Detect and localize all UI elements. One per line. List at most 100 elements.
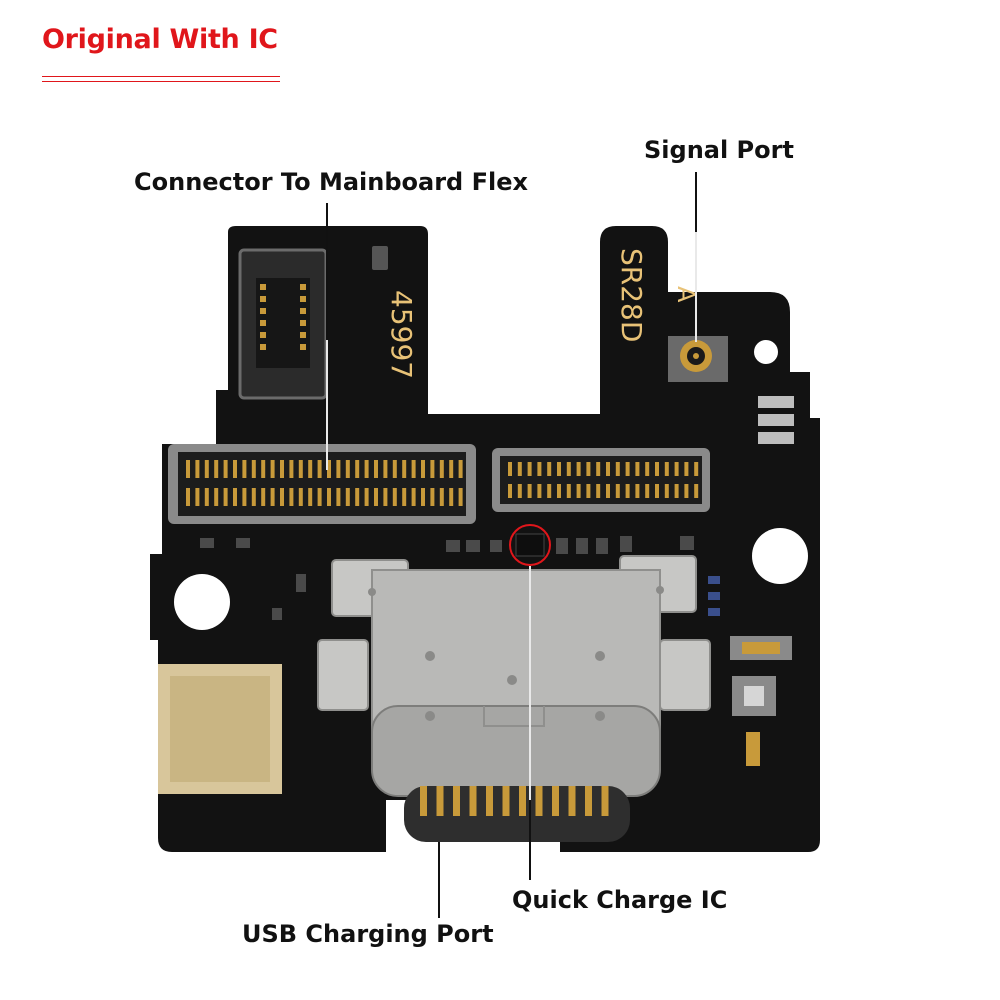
connector-pin — [517, 462, 522, 476]
connector-pin — [270, 460, 275, 478]
connector-pin — [289, 488, 294, 506]
page-title: Original With IC — [42, 24, 278, 55]
blue-caps — [708, 576, 720, 616]
connector-pin — [439, 460, 444, 478]
connector-pin — [547, 484, 552, 498]
connector-pin — [204, 488, 209, 506]
connector-pin — [345, 488, 350, 506]
connector-pin — [615, 462, 620, 476]
leader-ic — [529, 800, 531, 880]
leader-usb — [438, 842, 440, 918]
connector-pin — [374, 488, 378, 506]
connector-pin — [508, 462, 512, 476]
connector-pin — [392, 460, 397, 478]
connector-pin — [195, 488, 200, 506]
label-signal-port: Signal Port — [644, 136, 794, 164]
connector-pin — [547, 462, 552, 476]
usb-pin — [552, 786, 559, 816]
connector-pin — [336, 488, 341, 506]
connector-pin — [308, 488, 313, 506]
connector-pin — [345, 460, 350, 478]
usb-pin — [453, 786, 460, 816]
connector-pin — [586, 462, 591, 476]
connector-pin — [458, 460, 463, 478]
usb-c-port — [317, 555, 711, 842]
connector-pin — [186, 488, 190, 506]
connector-pin — [261, 460, 266, 478]
connector-pin — [566, 484, 571, 498]
small-b2b-connector — [238, 248, 328, 400]
connector-pin — [674, 484, 679, 498]
connector-pin — [655, 484, 659, 498]
connector-pin — [557, 484, 561, 498]
connector-pin — [204, 460, 209, 478]
connector-pin — [527, 484, 532, 498]
connector-pin — [664, 462, 669, 476]
leader-connector — [326, 203, 328, 340]
connector-pin — [251, 488, 256, 506]
connector-pin — [327, 488, 331, 506]
connector-pin — [223, 488, 228, 506]
connector-pin — [596, 462, 601, 476]
connector-pin — [317, 488, 322, 506]
title-underline — [42, 76, 280, 77]
mount-hole-right — [752, 528, 808, 584]
connector-pin — [411, 488, 416, 506]
leader-signal — [695, 172, 697, 232]
connector-pin — [537, 484, 542, 498]
connector-pin — [458, 488, 463, 506]
connector-pin — [615, 484, 620, 498]
connector-pin — [364, 460, 369, 478]
model-marking: SR28D — [615, 248, 648, 342]
right-components — [730, 636, 792, 766]
smd-component — [372, 246, 388, 270]
connector-pin — [694, 484, 699, 498]
leader-ic-onboard — [529, 566, 531, 854]
usb-pin — [436, 786, 444, 816]
connector-pin — [383, 460, 388, 478]
connector-pin — [270, 488, 275, 506]
connector-pin — [596, 484, 601, 498]
connector-pin — [402, 460, 407, 478]
connector-pin — [576, 484, 581, 498]
connector-pin — [694, 462, 699, 476]
quick-charge-ic — [515, 533, 545, 557]
connector-pin — [186, 460, 190, 478]
usb-pin — [568, 786, 576, 816]
usb-pin — [535, 786, 543, 816]
connector-pin — [517, 484, 522, 498]
connector-pin — [327, 460, 331, 478]
connector-pin — [421, 460, 425, 478]
main-fpc-connector — [168, 444, 476, 524]
leader-connector-onboard — [326, 340, 328, 470]
connector-pin — [298, 488, 303, 506]
connector-pin — [674, 462, 679, 476]
ic-highlight-circle — [509, 524, 551, 566]
usb-pin — [601, 786, 609, 816]
connector-pin — [606, 462, 610, 476]
connector-pin — [336, 460, 341, 478]
connector-pin — [625, 462, 630, 476]
usb-pin — [486, 786, 493, 816]
connector-pin — [635, 484, 640, 498]
connector-pin — [223, 460, 228, 478]
connector-pin — [374, 460, 378, 478]
connector-pin — [527, 462, 532, 476]
connector-pin — [242, 460, 247, 478]
mount-hole-left — [174, 574, 230, 630]
connector-pin — [439, 488, 444, 506]
connector-pin — [430, 488, 435, 506]
usb-pin — [420, 786, 427, 816]
connector-pin — [251, 460, 256, 478]
connector-pin — [308, 460, 313, 478]
connector-pin — [684, 462, 689, 476]
smd-row — [200, 536, 694, 620]
label-usb-charging-port: USB Charging Port — [242, 920, 494, 948]
connector-pin — [289, 460, 294, 478]
connector-pin — [411, 460, 416, 478]
secondary-fpc-connector — [492, 448, 710, 512]
usb-pin — [502, 786, 510, 816]
connector-pin — [664, 484, 669, 498]
connector-pin — [625, 484, 630, 498]
